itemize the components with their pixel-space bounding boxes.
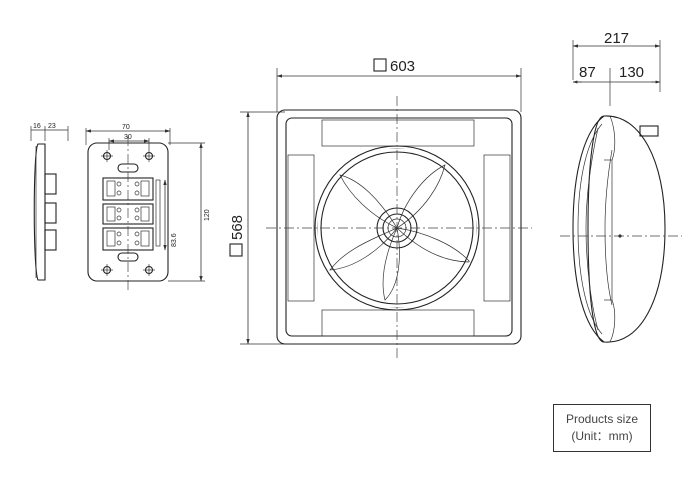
dim-depth-back: 130 xyxy=(619,64,644,81)
switch-side-view: 16 23 xyxy=(30,123,69,281)
dim-switch-inner-height: 83.6 xyxy=(171,233,178,247)
legend-box: Products size (Unit：mm) xyxy=(553,404,651,452)
dim-depth-total: 217 xyxy=(604,30,629,47)
switch-button xyxy=(102,227,154,251)
switch-button xyxy=(102,203,154,225)
dim-depth-front: 87 xyxy=(579,64,596,81)
dim-overall-height: 568 xyxy=(229,215,246,240)
square-symbol-icon xyxy=(229,243,243,257)
dim-overall-width: 603 xyxy=(390,58,415,75)
dim-switch-width: 70 xyxy=(122,124,130,131)
screw-hole-icon xyxy=(101,150,155,276)
legend-line-unit: (Unit：mm) xyxy=(571,429,633,443)
square-symbol-icon xyxy=(373,58,387,72)
switch-front-view: 70 30 xyxy=(85,124,211,290)
fan-side-view: 217 87 130 xyxy=(560,30,682,343)
fan-front-view: 603 568 xyxy=(229,58,532,360)
dim-switch-height: 120 xyxy=(204,209,211,221)
dim-switch-side-a: 16 xyxy=(33,123,41,130)
legend-line-products-size: Products size xyxy=(565,412,639,426)
dim-switch-side-b: 23 xyxy=(48,123,56,130)
switch-button xyxy=(102,177,154,201)
